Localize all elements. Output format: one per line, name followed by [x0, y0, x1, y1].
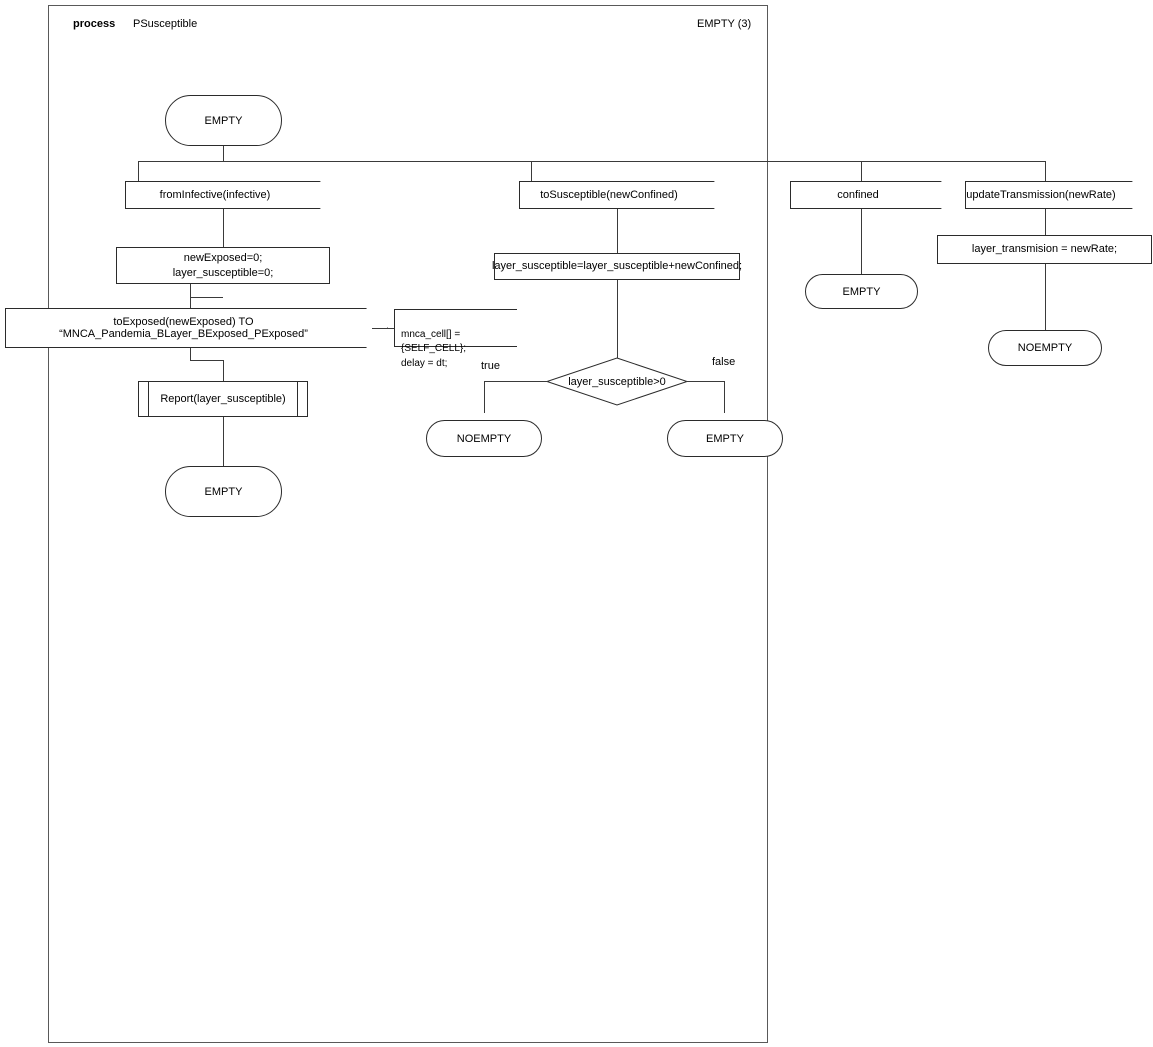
end-state-b3-empty[interactable]: EMPTY — [805, 274, 918, 309]
decision-false-label: false — [712, 356, 736, 368]
state-label: EMPTY — [842, 285, 881, 298]
state-label: EMPTY — [706, 432, 744, 445]
end-state-b1-empty[interactable]: EMPTY — [165, 466, 282, 517]
input-label: toSusceptible(newConfined) — [540, 189, 678, 201]
input-symbol-update-transmission[interactable]: updateTransmission(newRate) — [965, 181, 1133, 209]
state-label: EMPTY — [204, 485, 243, 498]
connector-b1-task-jog — [190, 297, 223, 298]
connector-bus-drop-1 — [138, 161, 139, 181]
input-label: updateTransmission(newRate) — [966, 189, 1116, 201]
connector-b2-true-v — [484, 381, 485, 413]
state-label: EMPTY — [204, 114, 243, 127]
end-state-b2-noempty[interactable]: NOEMPTY — [426, 420, 542, 457]
task-label: newExposed=0; layer_susceptible=0; — [172, 251, 274, 279]
decision-symbol-layer-susceptible[interactable]: layer_susceptible>0 — [545, 357, 689, 406]
output-symbol-to-exposed[interactable]: toExposed(newExposed) TO “MNCA_Pandemia_… — [5, 308, 388, 348]
connector-bus-drop-4 — [1045, 161, 1046, 181]
connector-bus-drop-2 — [531, 161, 532, 181]
connector-b2-task-to-decision — [617, 280, 618, 358]
output-label: toExposed(newExposed) TO “MNCA_Pandemia_… — [59, 316, 308, 340]
connector-b1-task-down — [190, 284, 191, 297]
input-label: confined — [837, 189, 879, 201]
connector-b1-task-to-output — [190, 297, 191, 308]
end-state-b4-noempty[interactable]: NOEMPTY — [988, 330, 1102, 366]
state-label: NOEMPTY — [456, 432, 512, 445]
procedure-call-report[interactable]: Report(layer_susceptible) — [138, 381, 308, 417]
connector-b1-proc-to-state — [223, 417, 224, 468]
procedure-label: Report(layer_susceptible) — [160, 393, 286, 405]
connector-b1-output-down — [190, 348, 191, 360]
connector-b2-false-h — [686, 381, 725, 382]
decision-diamond-shape — [545, 357, 689, 406]
input-symbol-to-susceptible[interactable]: toSusceptible(newConfined) — [519, 181, 715, 209]
task-symbol-accumulate-susceptible[interactable]: layer_susceptible=layer_susceptible+newC… — [491, 253, 743, 280]
decision-true-label: true — [481, 360, 500, 372]
task-label: layer_susceptible=layer_susceptible+newC… — [491, 260, 743, 273]
connector-b2-input-to-task — [617, 209, 618, 253]
comment-text: mnca_cell[] = {SELF_CELL}; delay = dt; — [401, 328, 467, 369]
input-symbol-confined[interactable]: confined — [790, 181, 942, 209]
end-state-b2-empty[interactable]: EMPTY — [667, 420, 783, 457]
connector-start-to-bus — [223, 146, 224, 161]
process-keyword: process — [73, 18, 116, 30]
connector-b4-input-to-task — [1045, 209, 1046, 235]
task-label: layer_transmision = newRate; — [971, 243, 1118, 256]
connector-bus-drop-3 — [861, 161, 862, 181]
connector-b1-input-to-task — [223, 209, 224, 247]
decision-condition-label: layer_susceptible>0 — [568, 375, 666, 388]
state-label: NOEMPTY — [1017, 342, 1073, 354]
connector-b1-output-jog — [190, 360, 223, 361]
task-symbol-set-transmission[interactable]: layer_transmision = newRate; — [937, 235, 1152, 264]
start-state-empty[interactable]: EMPTY — [165, 95, 282, 146]
connector-b2-false-v — [724, 381, 725, 413]
connector-b3-input-to-state — [861, 209, 862, 275]
connector-b2-true-h — [484, 381, 548, 382]
connector-b4-task-to-state — [1045, 264, 1046, 331]
comment-symbol-mnca-cell: mnca_cell[] = {SELF_CELL}; delay = dt; — [394, 309, 517, 369]
connector-b1-jog-to-proc — [223, 360, 224, 381]
connector-bus — [138, 161, 1045, 162]
connector-comment-attach — [372, 328, 398, 329]
input-symbol-from-infective[interactable]: fromInfective(infective) — [125, 181, 321, 209]
task-symbol-init-exposed[interactable]: newExposed=0; layer_susceptible=0; — [116, 247, 330, 284]
page-title: PSusceptible — [133, 18, 198, 30]
frame-right-label: EMPTY (3) — [697, 18, 752, 30]
input-label: fromInfective(infective) — [159, 189, 271, 201]
process-frame — [48, 5, 768, 1043]
